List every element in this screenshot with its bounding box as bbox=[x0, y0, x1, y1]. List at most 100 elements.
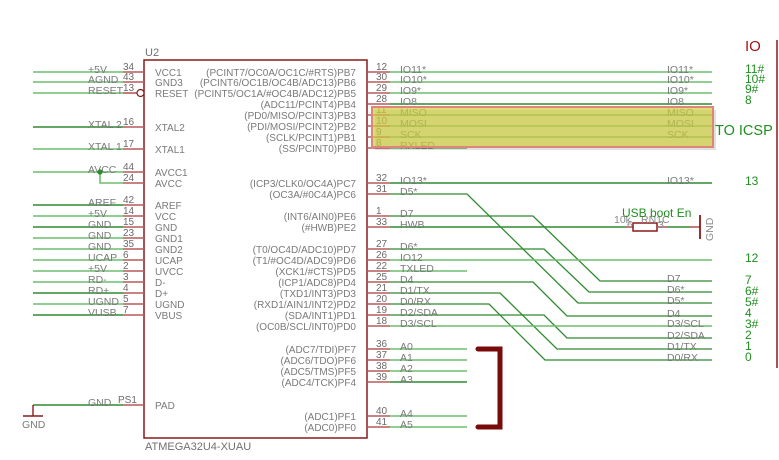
pin-name: (T1/#OC4D/ADC9)PD6 bbox=[253, 256, 357, 267]
pin-name: D+ bbox=[155, 289, 168, 300]
net-label: D1/TX bbox=[400, 285, 430, 297]
net-wire bbox=[99, 172, 123, 184]
net-label: +5V bbox=[88, 263, 107, 275]
pin-name: PAD bbox=[155, 401, 175, 412]
pin-name: (ADC4/TCK)PF4 bbox=[282, 378, 357, 389]
resistor-label: USB boot En bbox=[622, 206, 691, 220]
pin-name: GND3 bbox=[155, 78, 183, 89]
right-pin-pcint5-oc1a-oc4b-adc12-pb5: 29 (PCINT5/OC1A/#OC4B/ADC12)PB5 IO9* bbox=[194, 83, 712, 100]
pin-name: GND bbox=[155, 223, 177, 234]
pin-number: 31 bbox=[376, 184, 388, 195]
net-label: IO9* bbox=[400, 85, 421, 97]
header-pin-label: 3# bbox=[745, 317, 759, 331]
pin-number: 29 bbox=[376, 83, 388, 94]
pin-number: 12 bbox=[376, 62, 388, 73]
pin-name: UGND bbox=[155, 300, 184, 311]
pin-name: VBUS bbox=[155, 311, 183, 322]
wire-end-label: IO10* bbox=[667, 74, 694, 86]
header-pin-label: 12 bbox=[745, 251, 759, 265]
net-label: RD+ bbox=[88, 285, 109, 297]
net-label: A5 bbox=[400, 419, 413, 431]
pin-name: (RXD1/AIN1/INT2)PD2 bbox=[254, 300, 357, 311]
pin-number: 5 bbox=[123, 294, 129, 305]
pin-name: UCAP bbox=[155, 256, 183, 267]
pin-number: 18 bbox=[376, 316, 388, 327]
net-label: AGND bbox=[88, 74, 119, 86]
net-label: A1 bbox=[400, 352, 413, 364]
resistor-pin-a: 6 bbox=[627, 219, 633, 231]
pin-number: 43 bbox=[123, 72, 135, 83]
pin-name: (T0/OC4D/ADC10)PD7 bbox=[253, 245, 357, 256]
wire-end-label: D0/RX bbox=[667, 352, 698, 364]
ground-symbol: GND bbox=[22, 405, 46, 431]
net-label: A4 bbox=[400, 408, 413, 420]
pin-number: 19 bbox=[376, 305, 388, 316]
header-pin-label: 4 bbox=[745, 306, 752, 320]
pin-number: 6 bbox=[123, 250, 129, 261]
icsp-label: TO ICSP bbox=[715, 123, 773, 139]
pin-number: 25 bbox=[376, 272, 388, 283]
left-pin-d: RD+4D+ bbox=[33, 283, 168, 300]
pin-number: 14 bbox=[123, 206, 135, 217]
pin-number: 33 bbox=[376, 217, 388, 228]
pin-name: (ADC11/PCINT4)PB4 bbox=[261, 100, 357, 111]
pin-number: 16 bbox=[123, 117, 135, 128]
net-label: UGND bbox=[88, 296, 119, 308]
net-label: AVCC bbox=[88, 164, 117, 176]
component-reference: U2 bbox=[145, 47, 159, 59]
wire-end-label: D7 bbox=[667, 273, 681, 285]
analog-bracket bbox=[475, 346, 503, 430]
pin-name: (ADC1)PF1 bbox=[304, 412, 356, 423]
pin-number: 41 bbox=[376, 417, 388, 428]
wire-end-label: IO13* bbox=[667, 175, 694, 187]
resistor-value: 10k bbox=[614, 214, 632, 226]
pin-number: 7 bbox=[123, 305, 129, 316]
pin-name: (#HWB)PE2 bbox=[302, 223, 357, 234]
pin-name: (ADC6/TDO)PF6 bbox=[280, 356, 356, 367]
resistor-pin-b: 3 bbox=[658, 219, 664, 231]
pin-number: 44 bbox=[123, 162, 135, 173]
wire-end-label: D5* bbox=[667, 295, 685, 307]
pin-name: (ADC5/TMS)PF5 bbox=[280, 367, 356, 378]
net-label: XTAL 2 bbox=[88, 119, 122, 131]
wire-end-label: IO9* bbox=[667, 85, 688, 97]
net-label: RESET bbox=[88, 85, 124, 97]
pin-name: XTAL1 bbox=[155, 145, 185, 156]
header-pin-label: 7 bbox=[745, 273, 752, 287]
ground-label: GND bbox=[22, 419, 46, 431]
net-label: IO10* bbox=[400, 74, 427, 86]
header-pin-label: 10# bbox=[745, 72, 765, 86]
left-pin-d: RD-3D- bbox=[33, 272, 166, 289]
pin-number: 1 bbox=[376, 206, 382, 217]
pin-number: 27 bbox=[376, 239, 388, 250]
net-label: UCAP bbox=[88, 252, 117, 264]
pin-number: 35 bbox=[123, 239, 135, 250]
pin-name: GND1 bbox=[155, 234, 183, 245]
pin-name: (PCINT5/OC1A/#OC4B/ADC12)PB5 bbox=[194, 89, 356, 100]
header-title: IO bbox=[745, 38, 761, 55]
pin-name: VCC bbox=[155, 212, 176, 223]
header-pin-label: 11# bbox=[745, 62, 764, 76]
